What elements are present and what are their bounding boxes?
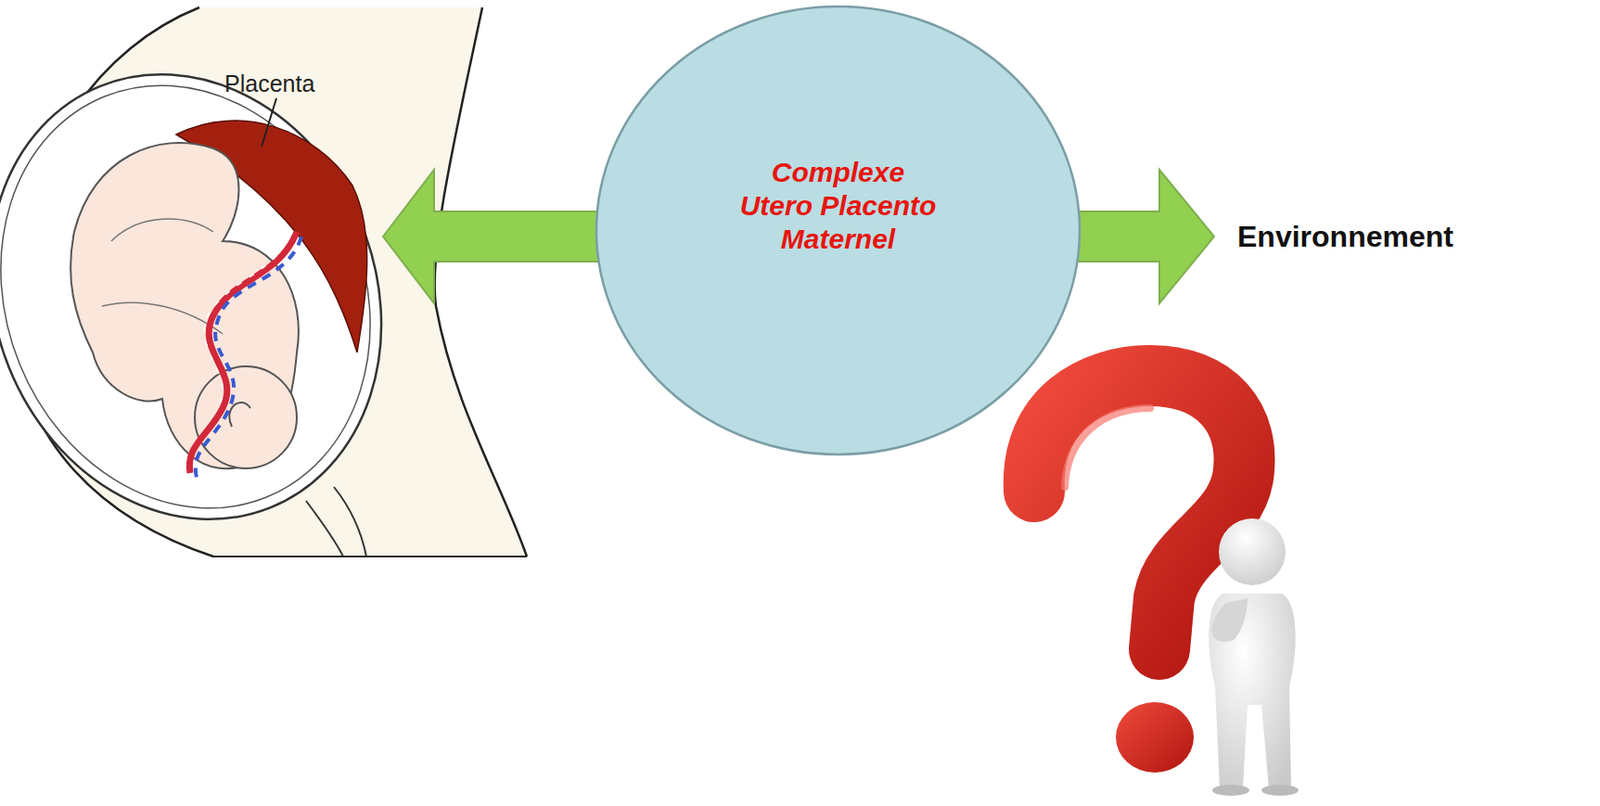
side-label: Environnement <box>1237 219 1454 255</box>
node-text: Complexe Utero Placento Maternel <box>735 155 941 256</box>
question-figure <box>1034 375 1299 796</box>
pregnancy-illustration <box>0 7 527 579</box>
part-label: Placenta <box>224 70 315 98</box>
circle-node: Complexe Utero Placento Maternel <box>594 4 1082 457</box>
text-wrap: Complexe Utero Placento Maternel <box>594 155 1082 256</box>
